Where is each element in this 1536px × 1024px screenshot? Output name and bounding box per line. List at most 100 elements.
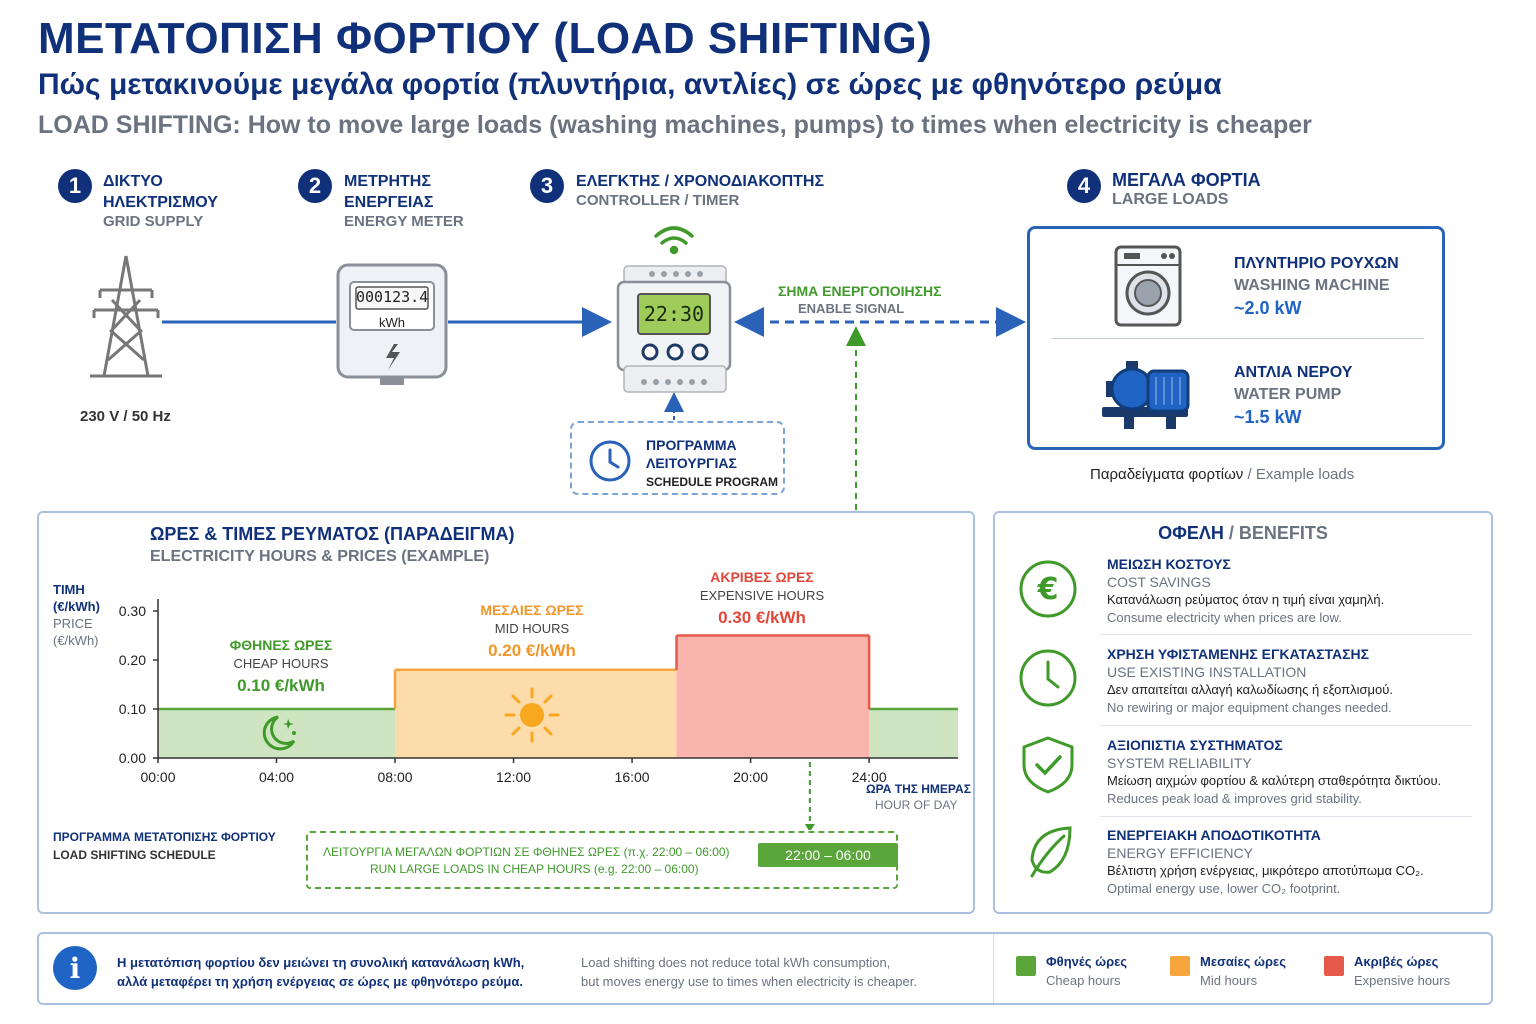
large-loads-panel: ΠΛΥΝΤΗΡΙΟ ΡΟΥΧΩΝ WASHING MACHINE ~2.0 kW… (1027, 226, 1445, 450)
page-title: ΜΕΤΑΤΟΠΙΣΗ ΦΟΡΤΙΟΥ (LOAD SHIFTING) (38, 14, 933, 63)
x-tick-label: 16:00 (615, 769, 650, 785)
chart-title-en: ELECTRICITY HOURS & PRICES (EXAMPLE) (150, 548, 490, 565)
x-tick-label: 00:00 (140, 769, 175, 785)
load-2-name-en: WATER PUMP (1234, 386, 1342, 403)
schedule-program-en: SCHEDULE PROGRAM (646, 475, 779, 489)
y-tick-label: 0.30 (119, 603, 146, 619)
benefits-panel (993, 511, 1493, 914)
price-band-2-0 (676, 635, 870, 758)
legend-cheap-swatch (1016, 956, 1036, 976)
step-3-subtitle: CONTROLLER / TIMER (576, 192, 740, 209)
meter-reading: 000123.4 (356, 288, 429, 306)
benefit-4-desc-en: Optimal energy use, lower CO₂ footprint. (1107, 881, 1341, 896)
legend-cheap: Φθηνές ώρες Cheap hours (1046, 952, 1127, 990)
load-2-name-gr: ΑΝΤΛΙΑ ΝΕΡΟΥ (1234, 364, 1353, 381)
page-subtitle-greek: Πώς μετακινούμε μεγάλα φορτία (πλυντήρια… (38, 68, 1222, 101)
load-1-name-gr: ΠΛΥΝΤΗΡΙΟ ΡΟΥΧΩΝ (1234, 255, 1399, 272)
benefit-2-title-gr: ΧΡΗΣΗ ΥΦΙΣΤΑΜΕΝΗΣ ΕΓΚΑΤΑΣΤΑΣΗΣ (1107, 646, 1370, 662)
step-1-title-line1: ΔΙΚΤΥΟ (103, 173, 163, 190)
load-1-power: ~2.0 kW (1234, 298, 1302, 318)
loads-caption-sep: / (1243, 466, 1256, 483)
energy-meter-icon (336, 263, 448, 385)
benefit-4-desc-gr: Βέλτιστη χρήση ενέργειας, μικρότερο αποτ… (1107, 863, 1424, 878)
power-pylon-icon (90, 255, 162, 378)
load-1-name-en: WASHING MACHINE (1234, 277, 1390, 294)
enable-signal-label-gr: ΣΗΜΑ ΕΝΕΡΓΟΠΟΙΗΣΗΣ (778, 283, 942, 299)
legend-cheap-en: Cheap hours (1046, 973, 1121, 988)
clock-icon (1019, 649, 1077, 707)
schedule-row-label-en: LOAD SHIFTING SCHEDULE (53, 848, 216, 862)
footer-panel (37, 932, 1493, 1005)
loads-caption-gr: Παραδείγματα φορτίων (1090, 466, 1244, 483)
footer-note-en-line1: Load shifting does not reduce total kWh … (581, 955, 891, 970)
benefit-4-title-gr: ΕΝΕΡΓΕΙΑΚΗ ΑΠΟΔΟΤΙΚΟΤΗΤΑ (1107, 827, 1321, 843)
benefit-4-title-en: ENERGY EFFICIENCY (1107, 845, 1253, 861)
info-icon: i (53, 946, 97, 990)
benefit-2: ΧΡΗΣΗ ΥΦΙΣΤΑΜΕΝΗΣ ΕΓΚΑΤΑΣΤΑΣΗΣ USE EXIST… (1107, 645, 1393, 717)
y-axis-title-en-2: (€/kWh) (53, 633, 99, 648)
x-tick-label: 24:00 (852, 769, 887, 785)
step-4-title: ΜΕΓΑΛΑ ΦΟΡΤΙΑ (1112, 170, 1261, 190)
zone-expensive-label: ΑΚΡΙΒΕΣ ΩΡΕΣ EXPENSIVE HOURS 0.30 €/kWh (662, 569, 862, 628)
step-2-title-line2: ΕΝΕΡΓΕΙΑΣ (344, 194, 434, 211)
schedule-program-line2: ΛΕΙΤΟΥΡΓΙΑΣ (646, 455, 737, 471)
benefit-2-desc-en: No rewiring or major equipment changes n… (1107, 700, 1392, 715)
step-2-heading: ΜΕΤΡΗΤΗΣ ΕΝΕΡΓΕΙΑΣ ENERGY METER (344, 171, 464, 230)
euro-icon: € (1019, 560, 1077, 618)
schedule-row-text-gr: ΛΕΙΤΟΥΡΓΙΑ ΜΕΓΑΛΩΝ ΦΟΡΤΙΩΝ ΣΕ ΦΘΗΝΕΣ ΩΡΕ… (323, 845, 730, 859)
loads-caption-en: Example loads (1255, 466, 1355, 483)
y-axis-title: ΤΙΜΗ (€/kWh) PRICE (€/kWh) (53, 581, 100, 649)
wifi-icon (654, 226, 694, 255)
benefits-title-gr: ΟΦΕΛΗ (1158, 523, 1224, 543)
footer-note-gr-line1: Η μετατόπιση φορτίου δεν μειώνει τη συνο… (117, 955, 525, 970)
benefit-divider (1100, 634, 1472, 635)
zone-cheap-en: CHEAP HOURS (233, 656, 329, 671)
legend-mid: Μεσαίες ώρες Mid hours (1200, 952, 1286, 990)
clock-icon (589, 440, 631, 482)
y-tick-label: 0.20 (119, 652, 146, 668)
zone-mid-price: 0.20 €/kWh (488, 641, 576, 660)
benefit-1-desc-gr: Κατανάλωση ρεύματος όταν η τιμή είναι χα… (1107, 592, 1385, 607)
legend-expensive-gr: Ακριβές ώρες (1354, 954, 1439, 969)
step-2-title-line1: ΜΕΤΡΗΤΗΣ (344, 173, 431, 190)
benefit-divider (1100, 725, 1472, 726)
step-3-badge: 3 (530, 169, 564, 203)
legend-expensive-swatch (1324, 956, 1344, 976)
svg-text:€: € (1037, 572, 1059, 607)
grid-voltage: 230 V / 50 Hz (80, 408, 171, 425)
benefit-1-title-gr: ΜΕΙΩΣΗ ΚΟΣΤΟΥΣ (1107, 556, 1231, 572)
flow-diagram (90, 226, 1026, 510)
footer-note-gr-line2: αλλά μεταφέρει τη χρήση ενέργειας σε ώρε… (117, 974, 523, 989)
zone-mid-label: ΜΕΣΑΙΕΣ ΩΡΕΣ MID HOURS 0.20 €/kWh (430, 602, 634, 661)
benefit-2-desc-gr: Δεν απαιτείται αλλαγή καλωδίωσης ή εξοπλ… (1107, 682, 1393, 697)
washing-machine-icon (1114, 245, 1182, 327)
zone-mid-gr: ΜΕΣΑΙΕΣ ΩΡΕΣ (480, 602, 584, 618)
zone-expensive-price: 0.30 €/kWh (718, 608, 806, 627)
footer-note-en-line2: but moves energy use to times when elect… (581, 974, 917, 989)
x-axis-title-en: HOUR OF DAY (875, 798, 958, 812)
sun-icon (504, 687, 560, 743)
schedule-window-bar: 22:00 – 06:00 (758, 843, 898, 867)
enable-signal-label-en: ENABLE SIGNAL (798, 301, 905, 316)
x-tick-label: 20:00 (733, 769, 768, 785)
loads-caption: Παραδείγματα φορτίων / Example loads (1090, 466, 1354, 483)
legend-mid-gr: Μεσαίες ώρες (1200, 954, 1286, 969)
zone-cheap-label: ΦΘΗΝΕΣ ΩΡΕΣ CHEAP HOURS 0.10 €/kWh (178, 637, 384, 696)
benefit-3-desc-en: Reduces peak load & improves grid stabil… (1107, 791, 1362, 806)
water-pump-icon (1102, 361, 1190, 429)
step-2-badge: 2 (298, 169, 332, 203)
legend-expensive: Ακριβές ώρες Expensive hours (1354, 952, 1450, 990)
zone-expensive-en: EXPENSIVE HOURS (699, 588, 825, 603)
benefits-title-en: BENEFITS (1238, 523, 1328, 543)
benefit-divider (1100, 816, 1472, 817)
schedule-row-text-en: RUN LARGE LOADS IN CHEAP HOURS (e.g. 22:… (370, 862, 699, 876)
footer-note-gr: Η μετατόπιση φορτίου δεν μειώνει τη συνο… (117, 953, 524, 991)
benefit-2-title-en: USE EXISTING INSTALLATION (1107, 664, 1307, 680)
x-tick-label: 08:00 (378, 769, 413, 785)
timer-display: 22:30 (643, 302, 705, 326)
benefits-title-sep: / (1223, 523, 1239, 543)
load-2-power: ~1.5 kW (1234, 407, 1302, 427)
loads-divider (1052, 338, 1424, 339)
controller-timer-icon (616, 265, 732, 393)
